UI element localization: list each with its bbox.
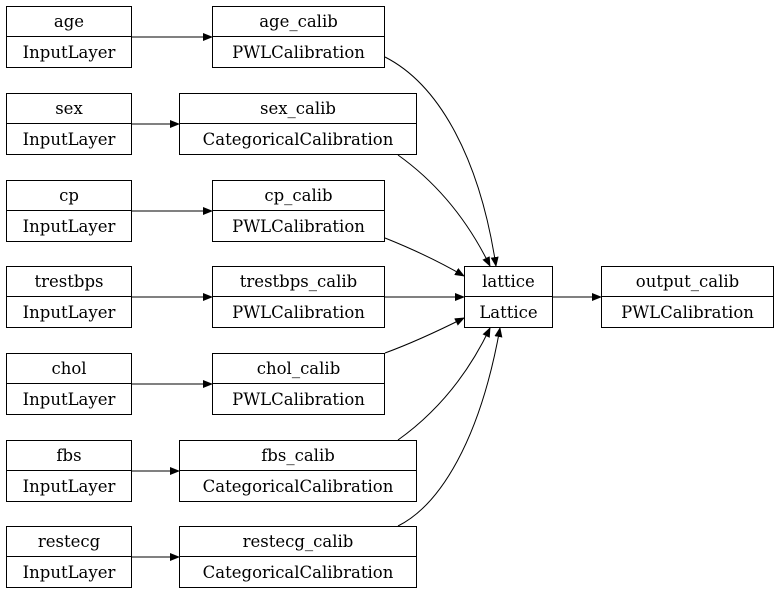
node-name: age_calib: [213, 7, 384, 37]
node-name: restecg: [7, 527, 131, 557]
calib-node-chol: chol_calib PWLCalibration: [212, 353, 385, 415]
node-name: sex_calib: [180, 94, 416, 124]
input-node-age: age InputLayer: [6, 6, 132, 68]
node-name: fbs_calib: [180, 441, 416, 471]
node-type: InputLayer: [22, 302, 116, 322]
edge-calib-to-lattice-0: [384, 56, 499, 267]
node-type: InputLayer: [22, 389, 116, 409]
node-name: output_calib: [602, 267, 773, 297]
node-type: PWLCalibration: [232, 302, 365, 322]
node-type: PWLCalibration: [621, 302, 754, 322]
edge-calib-to-lattice-1: [397, 154, 491, 267]
node-type: CategoricalCalibration: [202, 129, 394, 149]
lattice-node: lattice Lattice: [464, 266, 553, 328]
input-node-chol: chol InputLayer: [6, 353, 132, 415]
input-node-sex: sex InputLayer: [6, 93, 132, 155]
node-name: cp_calib: [213, 181, 384, 211]
input-node-fbs: fbs InputLayer: [6, 440, 132, 502]
node-type: InputLayer: [22, 129, 116, 149]
calib-node-trestbps: trestbps_calib PWLCalibration: [212, 266, 385, 328]
node-name: restecg_calib: [180, 527, 416, 557]
node-type: InputLayer: [22, 476, 116, 496]
edge-calib-to-lattice-6: [397, 327, 503, 527]
node-type: CategoricalCalibration: [202, 476, 394, 496]
node-type: InputLayer: [22, 216, 116, 236]
node-type: InputLayer: [22, 562, 116, 582]
node-type: PWLCalibration: [232, 216, 365, 236]
node-type: InputLayer: [22, 42, 116, 62]
node-name: cp: [7, 181, 131, 211]
calib-node-cp: cp_calib PWLCalibration: [212, 180, 385, 242]
node-type: PWLCalibration: [232, 389, 365, 409]
node-name: fbs: [7, 441, 131, 471]
node-name: lattice: [465, 267, 552, 297]
calib-node-age: age_calib PWLCalibration: [212, 6, 385, 68]
calib-node-sex: sex_calib CategoricalCalibration: [179, 93, 417, 155]
node-name: trestbps_calib: [213, 267, 384, 297]
output-node: output_calib PWLCalibration: [601, 266, 774, 328]
input-node-cp: cp InputLayer: [6, 180, 132, 242]
node-name: chol: [7, 354, 131, 384]
node-type: Lattice: [479, 302, 538, 322]
edge-calib-to-lattice-4: [384, 317, 465, 354]
calib-node-fbs: fbs_calib CategoricalCalibration: [179, 440, 417, 502]
input-node-restecg: restecg InputLayer: [6, 526, 132, 588]
input-node-trestbps: trestbps InputLayer: [6, 266, 132, 328]
node-type: CategoricalCalibration: [202, 562, 394, 582]
node-name: trestbps: [7, 267, 131, 297]
node-name: sex: [7, 94, 131, 124]
calib-node-restecg: restecg_calib CategoricalCalibration: [179, 526, 417, 588]
edge-calib-to-lattice-5: [397, 327, 491, 441]
node-name: chol_calib: [213, 354, 384, 384]
edge-calib-to-lattice-2: [384, 237, 465, 277]
node-name: age: [7, 7, 131, 37]
node-type: PWLCalibration: [232, 42, 365, 62]
